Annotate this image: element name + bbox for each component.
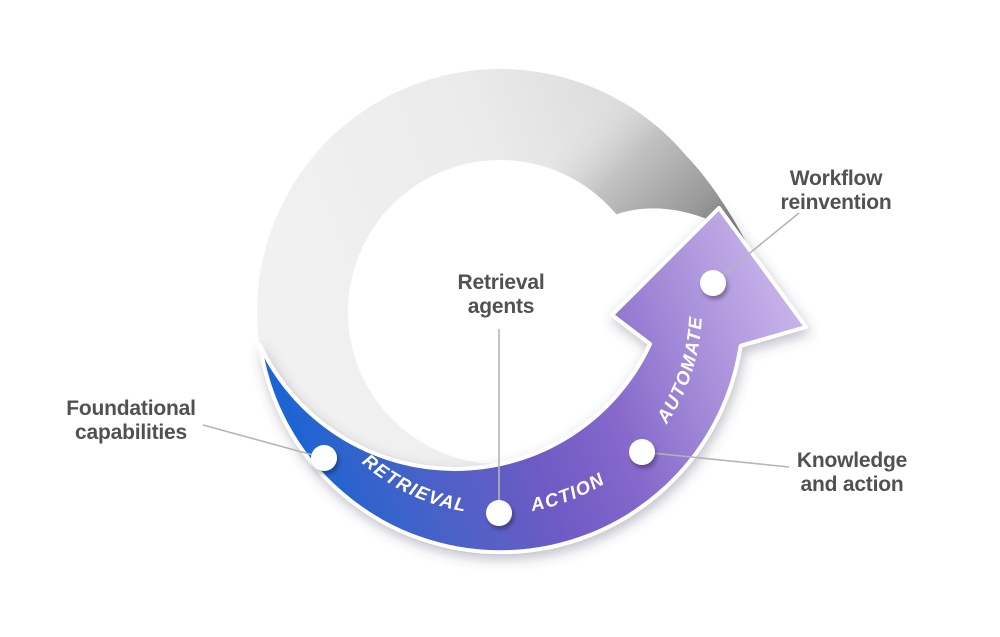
callout-label-knowledge-and-action: Knowledge and action [797,449,907,497]
dot-retrieval-agents [486,500,512,526]
callout-label-line: agents [467,295,535,318]
callout-lines [202,212,800,513]
callout-dots [311,270,726,526]
dot-foundational-capabilities [311,445,337,471]
callout-label-line: and action [800,473,904,496]
callout-line-foundational [202,424,325,459]
process-arrow-band [258,206,808,555]
callout-line-knowledge [641,451,790,468]
dot-knowledge-and-action [629,439,655,465]
callout-label-line: Retrieval [457,271,545,294]
callout-line-workflow [712,212,800,284]
callout-label-retrieval-agents: Retrieval agents [458,271,545,319]
gray-ring [257,68,687,555]
callout-label-line: Foundational [66,397,196,420]
callout-label-line: reinvention [780,191,892,214]
callout-label-line: capabilities [75,421,187,444]
callout-label-line: Knowledge [796,449,908,472]
callout-label-line: Workflow [789,167,883,190]
dot-workflow-reinvention [700,270,726,296]
callout-label-workflow-reinvention: Workflow reinvention [781,167,892,215]
ring-end-shadow-swoosh [552,83,745,240]
callout-label-foundational-capabilities: Foundational capabilities [66,397,196,445]
